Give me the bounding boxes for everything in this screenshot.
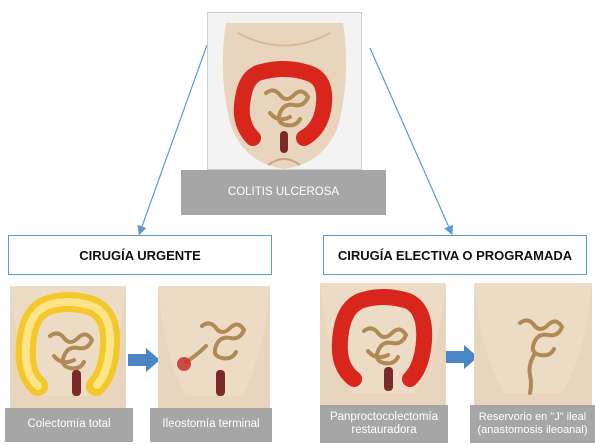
ileostomy-label: Ileostomía terminal bbox=[150, 408, 272, 442]
colectomy-label: Colectomía total bbox=[5, 408, 133, 442]
colitis-image bbox=[207, 12, 362, 170]
colectomy-image bbox=[10, 286, 126, 408]
j-pouch-image bbox=[474, 283, 592, 405]
header-elective: CIRUGÍA ELECTIVA O PROGRAMADA bbox=[323, 235, 587, 275]
panproctocolectomy-image bbox=[320, 283, 446, 405]
header-urgent: CIRUGÍA URGENTE bbox=[8, 235, 272, 275]
colitis-label: COLITIS ULCEROSA bbox=[181, 170, 386, 215]
panproctocolectomy-label: Panproctocolectomía restauradora bbox=[320, 405, 448, 443]
arrow-right-icon bbox=[128, 348, 160, 372]
j-pouch-label: Reservorio en "J" ileal (anastomosis ile… bbox=[470, 405, 595, 443]
ileostomy-image bbox=[158, 286, 270, 408]
